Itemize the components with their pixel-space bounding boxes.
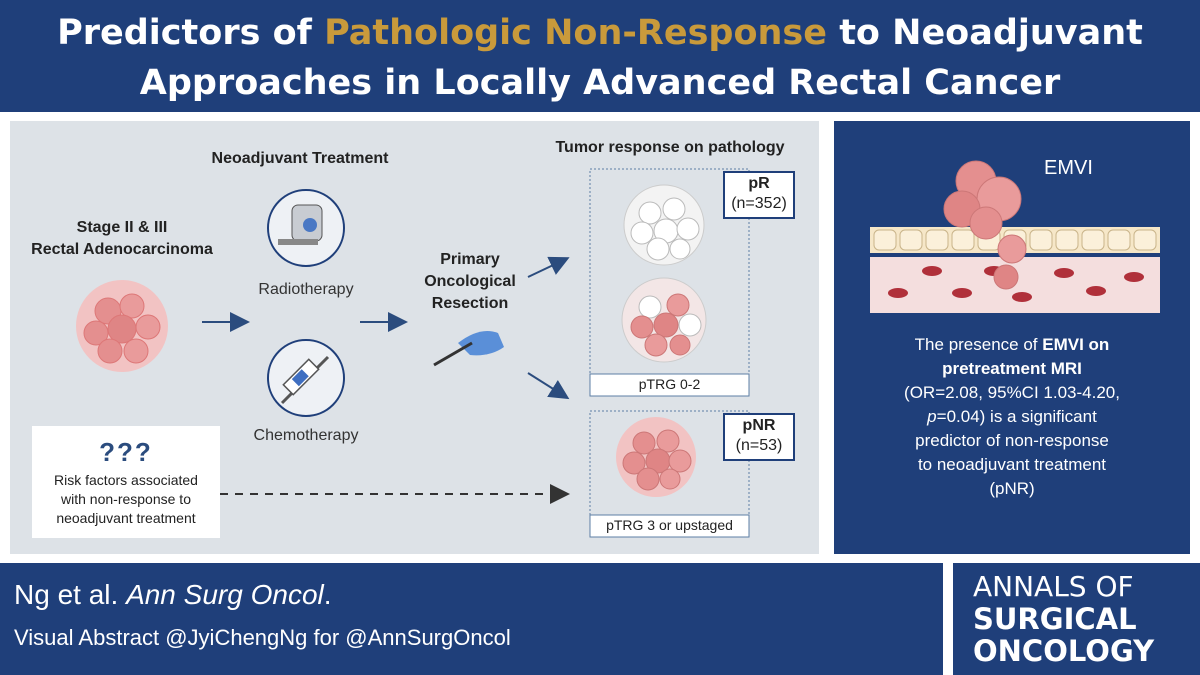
finding-line-1: The presence of [914, 335, 1043, 354]
resection-line-1: Primary [440, 251, 500, 268]
finding-line-6: to neoadjuvant treatment [917, 455, 1107, 474]
finding-bold-2b: MRI [1046, 359, 1082, 378]
ptrg-high-label: pTRG 3 or upstaged [606, 517, 733, 533]
neoadjuvant-title: Neoadjuvant Treatment [211, 150, 389, 167]
risk-line-3: neoadjuvant treatment [56, 510, 196, 526]
diagram-panel: Stage II & III Rectal Adenocarcinoma Neo… [10, 121, 819, 554]
emvi-panel: EMVI The presence of EMVI on pretreatmen… [834, 121, 1190, 554]
non-response-tumor-icon [616, 417, 696, 497]
pnr-count: (n=53) [735, 437, 783, 454]
finding-line-7: (pNR) [989, 479, 1035, 498]
title-part-1: Predictors of [57, 13, 312, 53]
radiotherapy-label: Radiotherapy [258, 281, 354, 298]
pr-badge: pR (n=352) [724, 174, 794, 214]
finding-p: p [927, 407, 937, 426]
title-line-1: Predictors of Pathologic Non-Response to… [0, 8, 1200, 58]
emvi-finding-text: The presence of EMVI on pretreatment MRI… [850, 333, 1174, 501]
emvi-illustration [870, 160, 1160, 313]
pr-count: (n=352) [731, 195, 787, 212]
regressed-tumor-icon [623, 184, 705, 266]
title-banner: Predictors of Pathologic Non-Response to… [0, 0, 1200, 112]
journal-line-2: SURGICAL [973, 602, 1137, 636]
journal-logo: ANNALS OF SURGICAL ONCOLOGY [953, 563, 1200, 675]
journal-line-1: ANNALS OF [973, 570, 1134, 603]
pnr-label: pNR [742, 417, 776, 434]
tumor-response-title: Tumor response on pathology [555, 139, 785, 156]
citation-end: . [323, 579, 332, 610]
finding-line-3: (OR=2.08, 95%CI 1.03-4.20, [904, 383, 1120, 402]
emvi-label: EMVI [1044, 157, 1093, 179]
risk-line-2: with non-response to [61, 491, 191, 507]
citation-journal: Ann Surg Oncol [126, 579, 324, 610]
stage-line-2: Rectal Adenocarcinoma [31, 241, 213, 258]
resection-label: Primary Oncological Resection [406, 249, 534, 315]
resection-line-3: Resection [431, 295, 509, 312]
finding-line-5: predictor of non-response [915, 431, 1109, 450]
radiotherapy-icon [267, 189, 345, 267]
citation-authors: Ng et al. [14, 579, 127, 610]
partial-tumor-icon [621, 277, 707, 363]
risk-line-1: Risk factors associated [54, 472, 198, 488]
ptrg-low-label: pTRG 0-2 [638, 376, 701, 392]
stage-label: Stage II & III Rectal Adenocarcinoma [22, 217, 222, 261]
citation: Ng et al. Ann Surg Oncol. [14, 579, 332, 611]
title-part-2: to Neoadjuvant [839, 13, 1143, 53]
citation-footer: Ng et al. Ann Surg Oncol. Visual Abstrac… [0, 563, 943, 675]
pr-label: pR [748, 175, 770, 192]
chemotherapy-label: Chemotherapy [253, 427, 359, 444]
tumor-icon [76, 280, 168, 372]
syringe-icon [267, 339, 345, 417]
finding-bold-1: EMVI on [1042, 335, 1110, 354]
resection-line-2: Oncological [424, 273, 516, 290]
question-marks-icon: ??? [99, 437, 153, 467]
diagram-graphics [32, 168, 795, 538]
journal-line-3: ONCOLOGY [973, 634, 1155, 668]
visual-abstract-credit: Visual Abstract @JyiChengNg for @AnnSurg… [14, 625, 511, 650]
stage-line-1: Stage II & III [76, 219, 168, 236]
title-highlight: Pathologic Non-Response [324, 13, 827, 53]
risk-factors-label: Risk factors associated with non-respons… [32, 471, 220, 528]
pnr-badge: pNR (n=53) [724, 416, 794, 456]
finding-line-4: =0.04) is a significant [936, 407, 1097, 426]
title-line-2: Approaches in Locally Advanced Rectal Ca… [139, 63, 1061, 103]
scalpel-icon [433, 330, 504, 367]
emvi-tumor-icon [943, 160, 1027, 290]
finding-bold-2: pretreatment [942, 359, 1047, 378]
